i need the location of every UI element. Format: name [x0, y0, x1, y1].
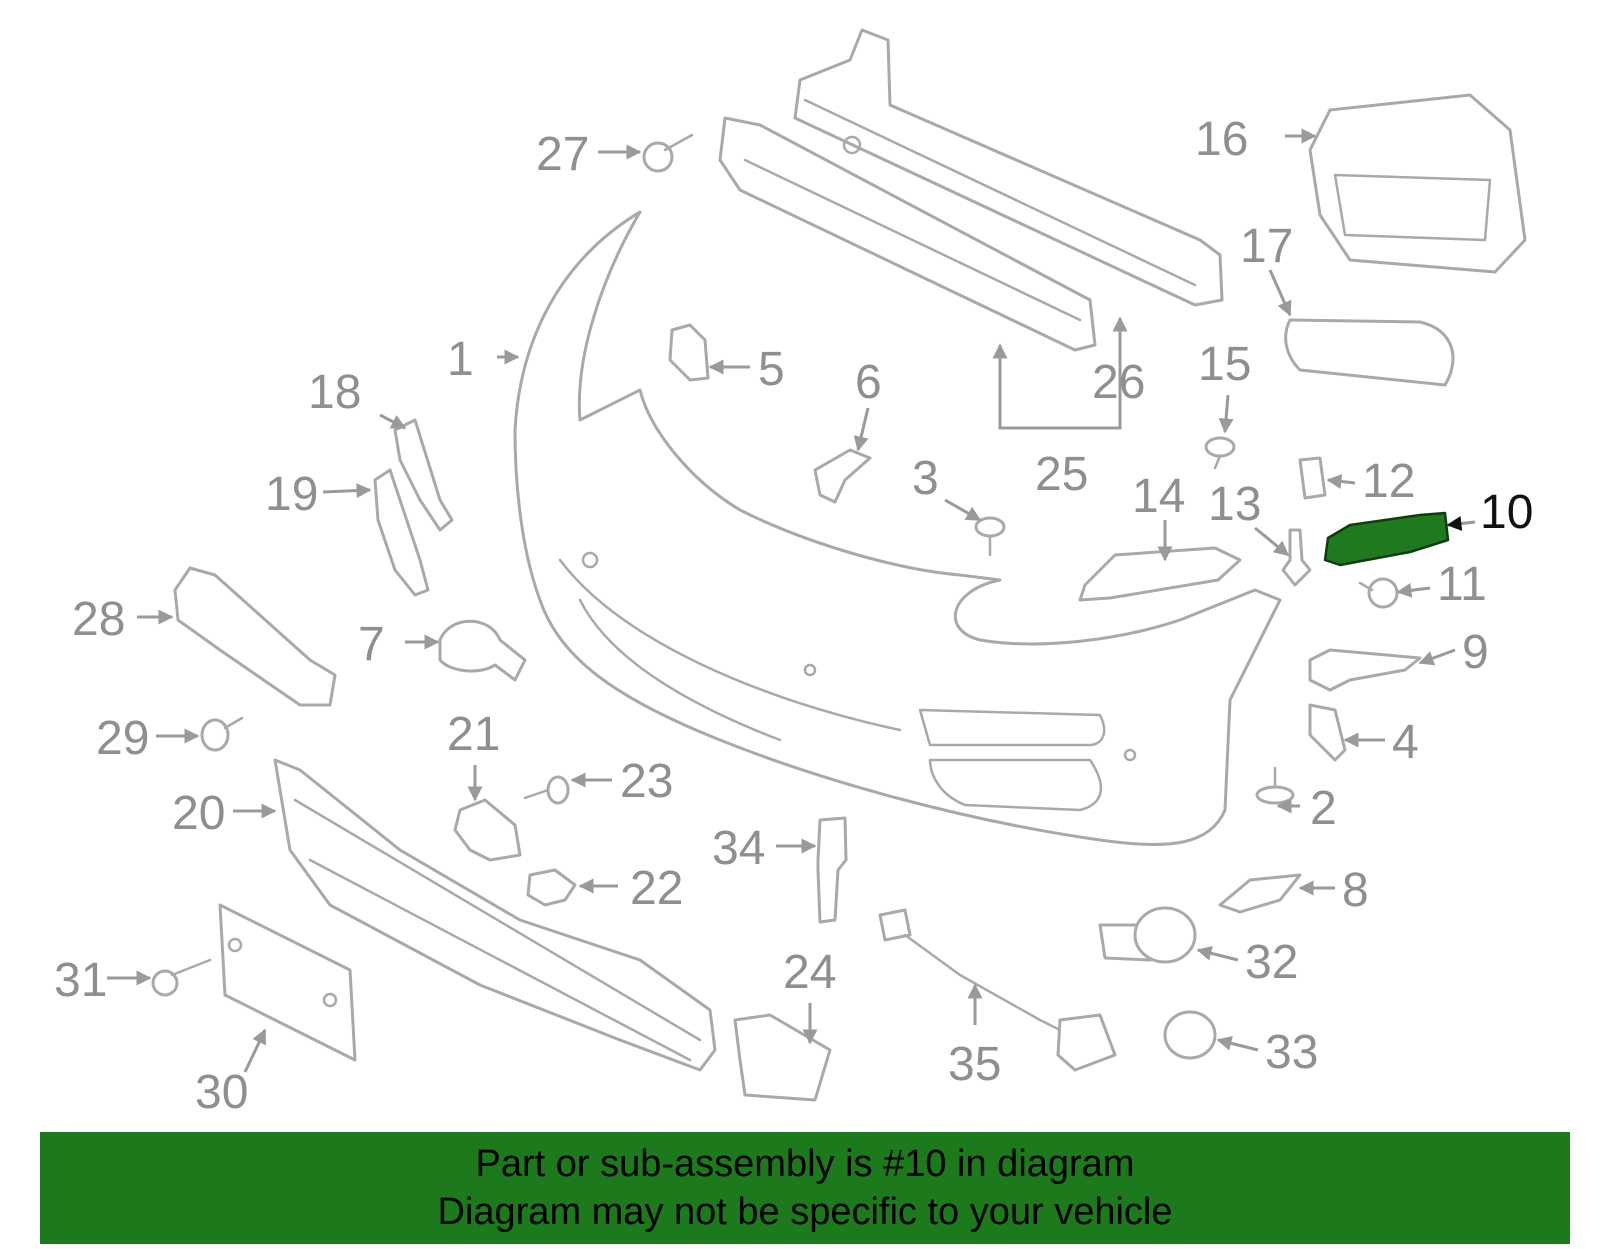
- part-6-bracket: [813, 448, 872, 504]
- part-13-stud: [1281, 528, 1312, 587]
- callout-32[interactable]: 32: [1245, 936, 1298, 989]
- part-25-impact-absorber: [718, 116, 1097, 352]
- callout-19[interactable]: 19: [265, 468, 318, 521]
- callout-17[interactable]: 17: [1240, 220, 1293, 273]
- part-18-trim-strip: [393, 418, 454, 532]
- part-34-sensor: [816, 816, 848, 924]
- part-15-clip: [1204, 436, 1236, 470]
- callout-3[interactable]: 3: [912, 452, 939, 505]
- part-4-bracket: [1308, 703, 1347, 762]
- callout-24[interactable]: 24: [783, 946, 836, 999]
- callout-1[interactable]: 1: [447, 333, 474, 386]
- part-2-screw: [1255, 766, 1295, 805]
- part-17-trim-strip: [1284, 318, 1455, 387]
- part-33-sensor-cap: [1163, 1010, 1217, 1060]
- part-14-mount-bracket: [1078, 546, 1242, 602]
- callout-21[interactable]: 21: [447, 708, 500, 761]
- part-22-clip: [526, 868, 577, 907]
- callout-29[interactable]: 29: [96, 712, 149, 765]
- part-12-clip: [1298, 456, 1327, 500]
- part-23-screw: [523, 775, 570, 805]
- part-7-cap: [438, 619, 527, 682]
- callout-15[interactable]: 15: [1198, 338, 1251, 391]
- callout-20[interactable]: 20: [172, 787, 225, 840]
- part-28-bracket: [173, 566, 337, 707]
- part-32-sensor-housing: [1098, 906, 1197, 964]
- part-notice-banner: Part or sub-assembly is #10 in diagram D…: [40, 1132, 1570, 1244]
- callout-23[interactable]: 23: [620, 755, 673, 808]
- callout-27[interactable]: 27: [536, 128, 589, 181]
- callout-6[interactable]: 6: [855, 356, 882, 409]
- callout-11[interactable]: 11: [1437, 558, 1487, 611]
- callout-33[interactable]: 33: [1265, 1026, 1318, 1079]
- part-20-lower-grille: [273, 758, 717, 1072]
- callout-28[interactable]: 28: [72, 593, 125, 646]
- callout-14[interactable]: 14: [1132, 470, 1185, 523]
- banner-line-part-number: Part or sub-assembly is #10 in diagram: [475, 1143, 1135, 1185]
- part-16-grille-frame: [1308, 93, 1527, 274]
- callout-26[interactable]: 26: [1092, 356, 1145, 409]
- part-30-license-plate: [218, 903, 357, 1062]
- callout-31[interactable]: 31: [54, 954, 107, 1007]
- callout-18[interactable]: 18: [308, 366, 361, 419]
- callout-35[interactable]: 35: [948, 1038, 1001, 1091]
- part-31-screw: [151, 958, 212, 997]
- callout-7[interactable]: 7: [358, 618, 385, 671]
- callout-30[interactable]: 30: [195, 1066, 248, 1119]
- part-35-wiring-harness: [878, 908, 1117, 1072]
- callout-25[interactable]: 25: [1035, 448, 1088, 501]
- part-8-trim: [1218, 873, 1302, 914]
- callout-13[interactable]: 13: [1208, 478, 1261, 531]
- part-29-screw: [200, 716, 244, 752]
- callout-9[interactable]: 9: [1462, 626, 1489, 679]
- part-19-trim-strip: [373, 468, 430, 597]
- callout-8[interactable]: 8: [1342, 864, 1369, 917]
- callout-10-highlighted[interactable]: 10: [1480, 486, 1533, 539]
- banner-line-disclaimer: Diagram may not be specific to your vehi…: [437, 1191, 1173, 1233]
- part-26-reinforcement-beam: [793, 28, 1224, 307]
- part-3-screw: [974, 516, 1006, 557]
- part-24-bracket: [733, 1013, 832, 1102]
- callout-2[interactable]: 2: [1310, 782, 1337, 835]
- part-5-bracket: [668, 323, 710, 382]
- part-1-bumper-cover: [513, 210, 1282, 847]
- part-27-bolt: [642, 133, 694, 173]
- callout-34[interactable]: 34: [712, 822, 765, 875]
- part-10-bracket-highlighted[interactable]: [1323, 511, 1450, 567]
- callout-16[interactable]: 16: [1195, 113, 1248, 166]
- callout-12[interactable]: 12: [1362, 455, 1415, 508]
- callout-5[interactable]: 5: [758, 343, 785, 396]
- callout-labels: 1 2 3 4 5 6 7 8 9 10 11 12 13 14 15 16 1…: [54, 113, 1533, 1119]
- part-9-trim: [1308, 648, 1422, 692]
- callout-22[interactable]: 22: [630, 862, 683, 915]
- callout-4[interactable]: 4: [1392, 716, 1419, 769]
- part-11-screw: [1358, 577, 1399, 609]
- part-21-bracket: [453, 798, 522, 862]
- leader-lines: [107, 128, 1476, 1073]
